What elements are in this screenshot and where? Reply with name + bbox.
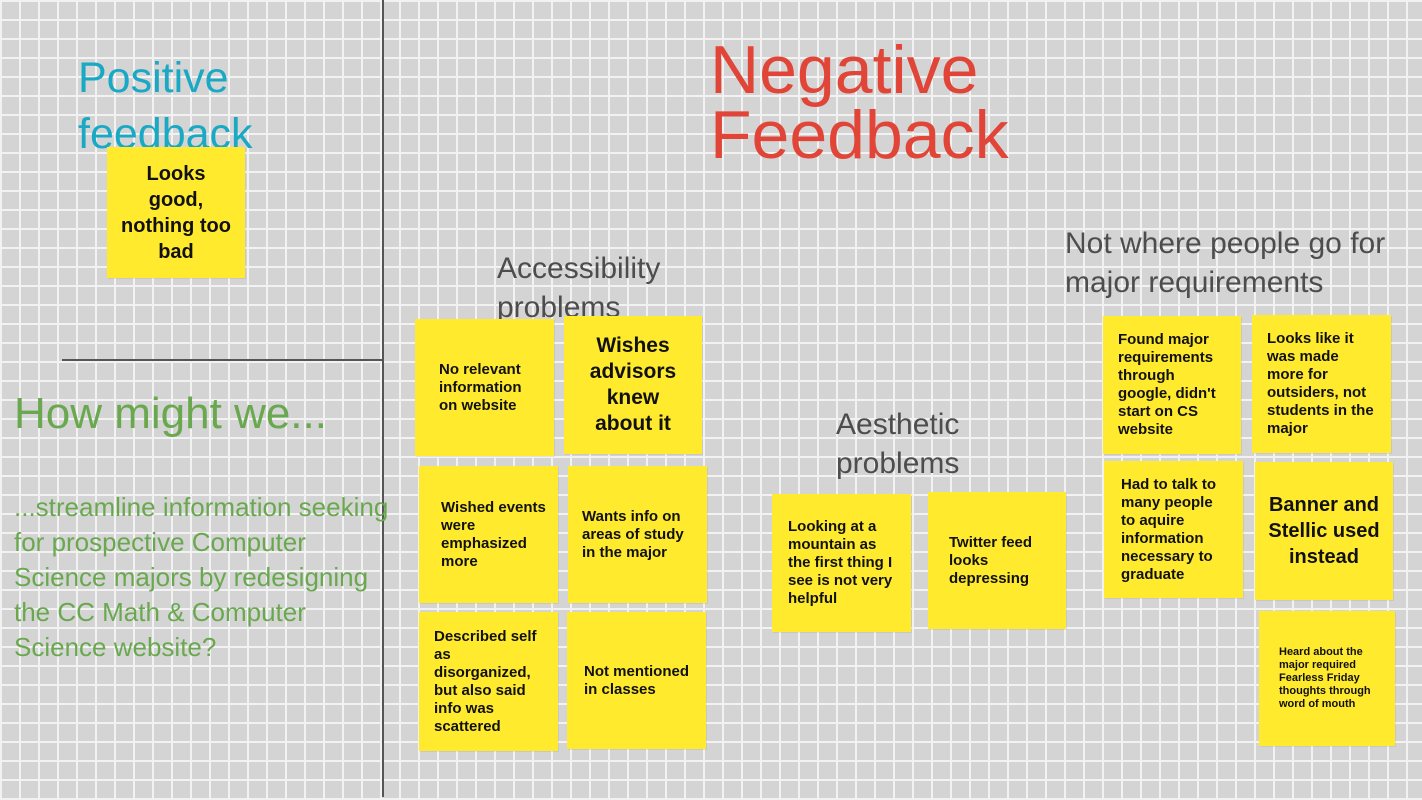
sticky-note-text: No relevant information on website xyxy=(439,360,522,414)
sticky-note-text: Looks like it was made more for outsider… xyxy=(1267,330,1374,437)
sticky-note-banner-stellic[interactable]: Banner and Stellic used instead xyxy=(1255,462,1393,600)
sticky-note-not-mentioned[interactable]: Not mentioned in classes xyxy=(567,612,706,749)
sticky-note-wished-events[interactable]: Wished events were emphasized more xyxy=(419,466,558,603)
sticky-note-text: Described self as disorganized, but also… xyxy=(434,627,537,735)
sticky-note-no-relevant-info[interactable]: No relevant information on website xyxy=(415,319,554,456)
sticky-note-had-to-talk[interactable]: Had to talk to many people to aquire inf… xyxy=(1104,461,1243,598)
sticky-note-described-self[interactable]: Described self as disorganized, but also… xyxy=(419,612,558,751)
sticky-note-looks-like-outsiders[interactable]: Looks like it was made more for outsider… xyxy=(1252,315,1391,453)
sticky-note-found-major-reqs[interactable]: Found major requirements through google,… xyxy=(1103,316,1241,454)
how-might-we-statement: ...streamline information seeking for pr… xyxy=(14,492,389,662)
sticky-note-heard-about[interactable]: Heard about the major required Fearless … xyxy=(1259,611,1395,746)
positive-feedback-heading: Positive feedback xyxy=(78,54,253,158)
sticky-note-text: Twitter feed looks depressing xyxy=(949,533,1033,587)
category-not-where: Not where people go for major requiremen… xyxy=(1065,227,1386,299)
vertical-divider xyxy=(382,0,384,797)
category-accessibility: Accessibility problems xyxy=(497,252,661,324)
sticky-note-text: Looking at a mountain as the first thing… xyxy=(788,518,893,607)
sticky-note-text: Heard about the major required Fearless … xyxy=(1279,646,1371,710)
category-aesthetic: Aesthetic problems xyxy=(836,408,960,480)
sticky-note-text: Not mentioned in classes xyxy=(584,662,689,698)
negative-feedback-heading: Negative Feedback xyxy=(710,32,1009,173)
horizontal-divider xyxy=(62,359,382,361)
sticky-note-text: Found major requirements through google,… xyxy=(1118,331,1216,438)
sticky-note-text: Had to talk to many people to aquire inf… xyxy=(1121,475,1217,583)
sticky-note-wants-info-areas[interactable]: Wants info on areas of study in the majo… xyxy=(568,466,707,603)
sticky-note-text: Banner and Stellic used instead xyxy=(1268,494,1380,568)
sticky-note-wishes-advisors[interactable]: Wishes advisors knew about it xyxy=(564,316,702,454)
sticky-note-twitter-feed[interactable]: Twitter feed looks depressing xyxy=(928,492,1066,629)
sticky-note-text: Wished events were emphasized more xyxy=(441,498,546,570)
sticky-note-text: Wants info on areas of study in the majo… xyxy=(582,507,684,561)
sticky-note-looking-mountain[interactable]: Looking at a mountain as the first thing… xyxy=(772,494,911,632)
sticky-note-text: Looks good, nothing too bad xyxy=(121,162,231,263)
sticky-note-text: Wishes advisors knew about it xyxy=(589,334,677,435)
how-might-we-heading: How might we... xyxy=(14,389,327,438)
sticky-note-looks-good[interactable]: Looks good, nothing too bad xyxy=(107,147,245,278)
